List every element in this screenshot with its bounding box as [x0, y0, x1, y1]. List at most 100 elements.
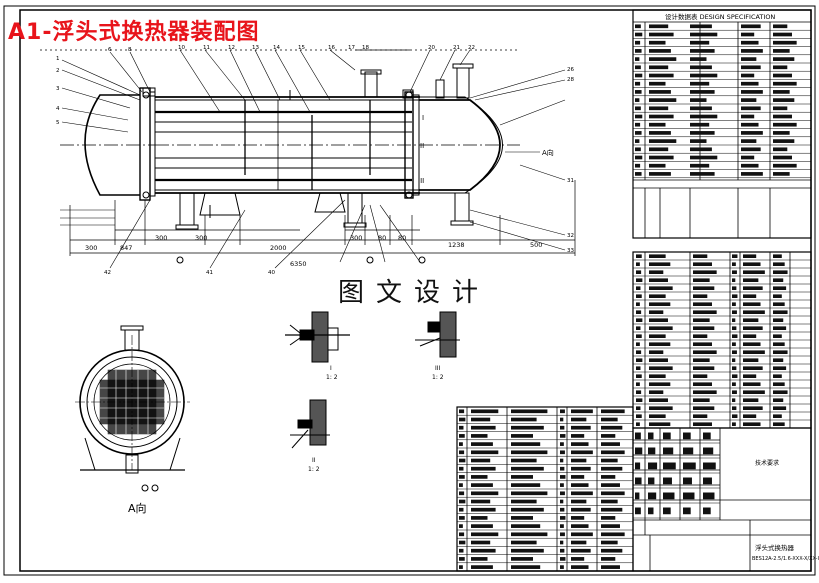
table-cell [741, 40, 759, 45]
table-cell [732, 350, 737, 354]
table-cell [571, 565, 589, 569]
table-cell [635, 507, 641, 515]
parts-right-rows [633, 254, 811, 429]
table-cell [571, 516, 585, 520]
table-cell [511, 442, 541, 446]
detail-I-title: I [330, 365, 332, 372]
table-cell [693, 334, 708, 338]
table-cell [773, 334, 782, 338]
table-cell [635, 65, 641, 70]
dim-1238: 1238 [448, 241, 465, 249]
table-cell [635, 462, 641, 470]
table-cell [741, 98, 757, 102]
table-cell [471, 417, 491, 422]
table-cell [741, 24, 761, 29]
table-cell [560, 532, 565, 537]
table-cell [511, 409, 548, 414]
arrow-a-label: A向 [542, 148, 554, 157]
table-cell [511, 540, 537, 545]
table-cell [459, 565, 463, 569]
table-cell [690, 90, 715, 94]
table-cell [743, 406, 763, 410]
table-cell [741, 65, 761, 70]
table-cell [741, 147, 761, 152]
table-cell [471, 499, 491, 504]
callout-12: 12 [228, 45, 235, 51]
table-cell [690, 81, 710, 86]
table-cell [471, 491, 499, 496]
table-cell [649, 278, 668, 282]
table-cell [683, 507, 691, 515]
table-cell [636, 358, 643, 362]
table-cell [773, 122, 797, 127]
section-markers: I II III A向 [418, 114, 554, 185]
table-cell [773, 382, 785, 386]
parts-bottom-rows [457, 409, 633, 572]
table-cell [741, 131, 763, 135]
detail-III-title: III [435, 365, 441, 372]
dim-847: 847 [120, 244, 132, 252]
callout-6: 6 [108, 47, 112, 53]
table-cell [649, 139, 677, 143]
table-cell [703, 507, 711, 515]
table-cell [732, 366, 737, 370]
table-cell [560, 458, 564, 463]
table-cell [571, 466, 591, 471]
table-cell [683, 492, 695, 500]
table-cell [571, 483, 589, 487]
table-cell [649, 172, 671, 176]
table-cell [560, 516, 566, 520]
table-cell [649, 106, 669, 111]
table-cell [690, 147, 712, 152]
table-cell [471, 425, 496, 430]
table-cell [636, 286, 641, 290]
table-cell [732, 326, 737, 330]
table-cell [773, 163, 797, 168]
table-cell [560, 499, 564, 504]
table-cell [773, 294, 782, 298]
table-cell [635, 131, 642, 135]
table-cell [511, 491, 548, 496]
table-cell [560, 483, 564, 487]
title-block-cells [633, 432, 720, 519]
table-cell [732, 310, 737, 314]
callout-8: 8 [128, 47, 132, 53]
table-cell [560, 417, 564, 422]
table-cell [560, 491, 565, 496]
table-cell [773, 65, 788, 70]
table-cell [693, 350, 717, 354]
table-cell [560, 442, 564, 446]
table-cell [741, 106, 761, 111]
callout-16: 16 [328, 45, 335, 51]
table-cell [693, 390, 717, 394]
table-cell [471, 450, 499, 455]
table-cell [743, 310, 765, 314]
table-cell [635, 172, 642, 176]
table-cell [560, 507, 565, 512]
callout-20: 20 [428, 45, 435, 51]
a-view-label: A向 [128, 501, 147, 515]
table-cell [459, 507, 464, 512]
table-cell [511, 565, 541, 569]
detail-view-I [285, 311, 350, 363]
table-cell [560, 466, 565, 471]
table-cell [560, 409, 565, 414]
table-cell [773, 414, 782, 418]
dimension-texts: 300 847 300 300 2000 6350 300 80 80 1238… [85, 234, 542, 268]
drawing-title: A1-浮头式换热器装配图 [8, 20, 260, 45]
table-cell [732, 270, 737, 274]
table-cell [741, 155, 755, 160]
table-cell [649, 131, 671, 135]
table-cell [683, 447, 694, 455]
table-cell [601, 532, 625, 537]
table-cell [693, 254, 708, 258]
table-cell [601, 458, 618, 463]
table-cell [649, 40, 666, 45]
table-cell [459, 417, 466, 422]
table-cell [635, 106, 641, 111]
table-cell [773, 139, 795, 143]
table-cell [636, 302, 640, 306]
table-cell [693, 270, 717, 274]
table-cell [690, 65, 712, 70]
table-cell [741, 163, 759, 168]
